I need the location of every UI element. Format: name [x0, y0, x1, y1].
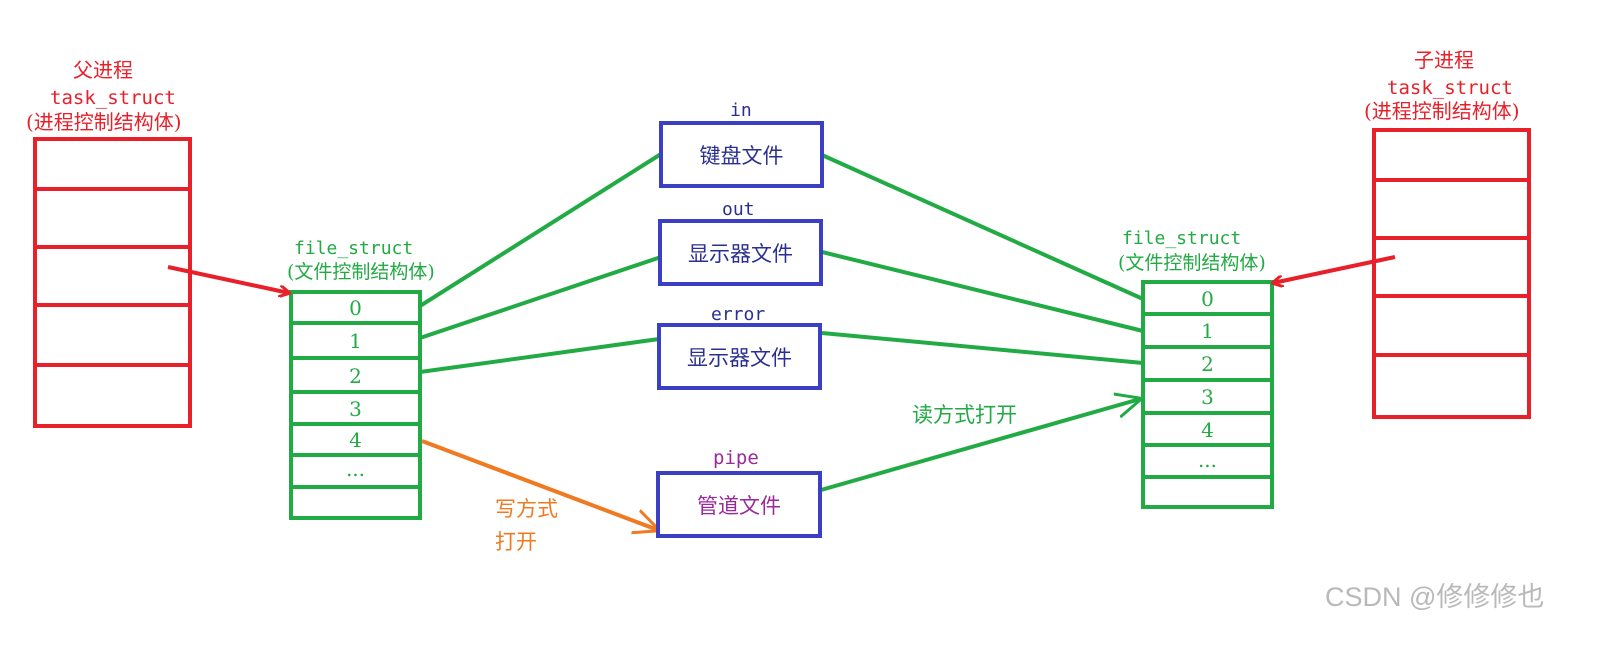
- file-keyboard: 键盘文件: [659, 121, 824, 188]
- left-fd-slot: [295, 490, 416, 516]
- left-fd-slot: ...: [345, 457, 366, 481]
- left-fd-table: [289, 290, 422, 520]
- right-fd-slot: 1: [1201, 319, 1214, 343]
- parent-task-struct: [33, 137, 192, 428]
- left-fd-slot: 1: [349, 329, 362, 353]
- child-title: 子进程: [1414, 48, 1474, 72]
- write-label-line1: 写方式: [495, 497, 558, 521]
- file-tag-in: in: [730, 100, 752, 121]
- file-tag-out: out: [722, 199, 755, 220]
- watermark: CSDN @修修修也: [1325, 582, 1545, 612]
- left-fd-links: [418, 152, 663, 374]
- right-fd-slot: ...: [1197, 448, 1218, 472]
- right-fd-slot: [1147, 480, 1268, 505]
- child-subtitle: task_struct: [1387, 77, 1513, 99]
- write-label-line2: 打开: [495, 530, 537, 554]
- right-fd-slot: 2: [1201, 352, 1214, 376]
- parent-title: 父进程: [73, 58, 133, 82]
- left-fd-slot: 4: [349, 428, 362, 452]
- child-task-struct: [1372, 128, 1531, 419]
- parent-desc: (进程控制结构体): [26, 110, 182, 134]
- right-fd-links: [821, 153, 1144, 365]
- right-fd-slot: 0: [1201, 286, 1214, 311]
- file-display-out: 显示器文件: [658, 219, 823, 286]
- right-fd-slot: 3: [1201, 385, 1214, 409]
- left-fd-title: file_struct: [294, 238, 414, 259]
- parent-to-fd-arrow: [167, 265, 289, 293]
- left-fd-slot: 0: [349, 296, 362, 320]
- file-tag-error: error: [711, 304, 766, 325]
- right-fd-slot: 4: [1201, 417, 1214, 442]
- read-label: 读方式打开: [912, 403, 1017, 427]
- file-pipe: 管道文件: [656, 471, 822, 538]
- left-fd-desc: (文件控制结构体): [287, 261, 435, 283]
- parent-subtitle: task_struct: [50, 87, 176, 109]
- left-fd-slot: 3: [349, 396, 362, 421]
- pipe-read-arrow: [820, 399, 1140, 492]
- pipe-write-arrow: [421, 439, 658, 530]
- file-display-error: 显示器文件: [657, 323, 822, 390]
- left-fd-slot: 2: [349, 363, 362, 388]
- right-fd-title: file_struct: [1122, 228, 1242, 249]
- right-fd-desc: (文件控制结构体): [1118, 252, 1266, 274]
- child-to-fd-arrow: [1273, 255, 1396, 283]
- file-tag-pipe: pipe: [713, 447, 759, 469]
- child-desc: (进程控制结构体): [1364, 99, 1520, 123]
